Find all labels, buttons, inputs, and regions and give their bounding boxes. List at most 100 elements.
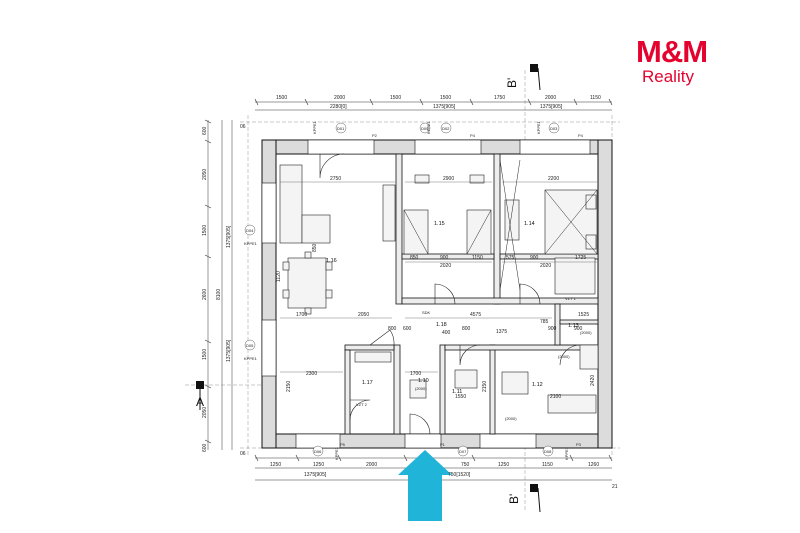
left-dim-7: 600 xyxy=(202,443,208,452)
pillar-tag-p3: P3 xyxy=(576,442,582,447)
bottom-dim-7: 1260 xyxy=(588,462,599,468)
kpp-tag-3: KPPE1 xyxy=(536,120,541,134)
brand-mark: M&M xyxy=(636,34,708,69)
left-dim-2: 2050 xyxy=(202,169,208,180)
note-2000-d: (2000) xyxy=(558,354,570,359)
door-swings xyxy=(319,153,581,435)
interior-walls xyxy=(344,153,599,435)
window-tag-d05: D05 xyxy=(246,343,254,348)
section-label-a: A xyxy=(196,395,204,409)
kpp-tag-4: KPPE1 xyxy=(244,241,258,246)
bottom-dim-total: 21 xyxy=(612,484,618,490)
note-vzt2: VZT 2 xyxy=(356,402,368,407)
bottom-dim2-1: 1375[905] xyxy=(304,472,327,478)
left-dim2-1: 1375[905] xyxy=(226,225,232,248)
pillar-tag-p1: P1 xyxy=(440,442,446,447)
int-dim-25: 900 xyxy=(574,326,583,332)
window-tag-circles xyxy=(244,122,560,457)
note-2000-b: (2000) xyxy=(415,386,427,391)
left-dim2-3: 1375[905] xyxy=(226,339,232,362)
int-dim-6: 1150 xyxy=(472,255,483,261)
bottom-dim-2: 1250 xyxy=(313,462,324,468)
section-marker-b-bottom xyxy=(530,484,541,513)
section-label-b-top: B' xyxy=(505,78,519,88)
bed-diagonals xyxy=(403,159,598,291)
left-dim-6: 2050 xyxy=(202,407,208,418)
top-dim-2: 2000 xyxy=(334,95,345,101)
int-dim-27: 800 xyxy=(388,326,397,332)
left-dim2-2: 8100 xyxy=(216,289,222,300)
window-tag-d06: D06 xyxy=(314,449,322,454)
windows xyxy=(261,139,591,449)
int-dim-15: 1375 xyxy=(496,329,507,335)
window-tag-d09: D09 xyxy=(421,126,429,131)
furniture xyxy=(279,164,599,414)
kpp-tag-2: KPPE1 xyxy=(426,120,431,134)
int-dim-30: 800 xyxy=(462,326,471,332)
section-label-b-bottom: B' xyxy=(507,494,521,504)
left-dim-4: 2600 xyxy=(202,289,208,300)
note-vzt1: VZT 1 xyxy=(565,296,577,301)
left-tick-top: 06 xyxy=(240,124,246,130)
pillar-tag-p4b: P4 xyxy=(578,133,584,138)
dimension-lines xyxy=(207,101,612,481)
int-dim-11: 2020 xyxy=(540,263,551,269)
bottom-dim-6: 1150 xyxy=(542,462,553,468)
room-label-1-14: 1.14 xyxy=(524,221,535,227)
window-tag-d02: D02 xyxy=(442,126,450,131)
kpp-tag-5: KPPE1 xyxy=(244,356,258,361)
top-dim-3: 1500 xyxy=(390,95,401,101)
bottom-dim-4: 750 xyxy=(461,462,470,468)
note-sdk: SDK xyxy=(422,310,431,315)
note-2000-c: (2000) xyxy=(580,330,592,335)
int-dim-7: 575 xyxy=(506,255,515,261)
int-dim-21: 2100 xyxy=(550,394,561,400)
pillar-tag-p4a: P4 xyxy=(470,133,476,138)
window-tag-d01: D01 xyxy=(337,126,345,131)
int-dim-22: 2420 xyxy=(590,375,596,386)
int-dim-1: 2750 xyxy=(330,176,341,182)
kpp-tag-1: KPPE1 xyxy=(312,120,317,134)
int-dim-4: 850 xyxy=(410,255,419,261)
pillar-tag-p2: P2 xyxy=(372,133,378,138)
int-dim-26: 1120 xyxy=(276,271,282,282)
top-dim-4: 1500 xyxy=(440,95,451,101)
int-dim-10: 2020 xyxy=(440,263,451,269)
int-dim-14: 4575 xyxy=(470,312,481,318)
int-dim-16: 1700 xyxy=(410,371,421,377)
top-dim-6: 2000 xyxy=(545,95,556,101)
pillar-tag-p5: P5 xyxy=(340,442,346,447)
bottom-dim-3: 2000 xyxy=(366,462,377,468)
left-dim-3: 1500 xyxy=(202,225,208,236)
window-tag-d08: D08 xyxy=(544,449,552,454)
section-marker-b-top xyxy=(530,64,541,91)
int-dim-17: 2300 xyxy=(306,371,317,377)
room-label-1-13: 1.13 xyxy=(568,323,579,329)
int-dim-12: 1700 xyxy=(296,312,307,318)
int-dim-8: 900 xyxy=(530,255,539,261)
section-marker-a xyxy=(196,381,204,410)
room-label-1-16: 1.16 xyxy=(326,258,337,264)
bottom-dim-5: 1250 xyxy=(498,462,509,468)
room-label-1-17: 1.17 xyxy=(362,380,373,386)
int-dim-19: 1550 xyxy=(455,394,466,400)
int-dim-32: 850 xyxy=(312,243,318,252)
bottom-dim-1: 1250 xyxy=(270,462,281,468)
window-tag-d04: D04 xyxy=(246,228,254,233)
left-tick-bottom: 06 xyxy=(240,451,246,457)
kpp-tag-6: KPPE1 xyxy=(334,446,339,460)
top-dim2-2: 1375[905] xyxy=(433,104,456,110)
dimension-ticks xyxy=(204,98,613,462)
int-dim-9: 1725 xyxy=(575,255,586,261)
int-dim-2: 2900 xyxy=(443,176,454,182)
int-dim-3: 2200 xyxy=(548,176,559,182)
room-label-1-10: 1.10 xyxy=(418,378,429,384)
room-label-1-12: 1.12 xyxy=(532,382,543,388)
bottom-dim2-2: 750[1520] xyxy=(448,472,471,478)
int-dim-18: 2150 xyxy=(286,381,292,392)
int-dim-24: 900 xyxy=(548,326,557,332)
window-tag-d07: D07 xyxy=(459,449,467,454)
brand-logo: M&M Reality xyxy=(636,36,722,88)
int-dim-5: 900 xyxy=(440,255,449,261)
note-2000-a: (2000) xyxy=(505,416,517,421)
